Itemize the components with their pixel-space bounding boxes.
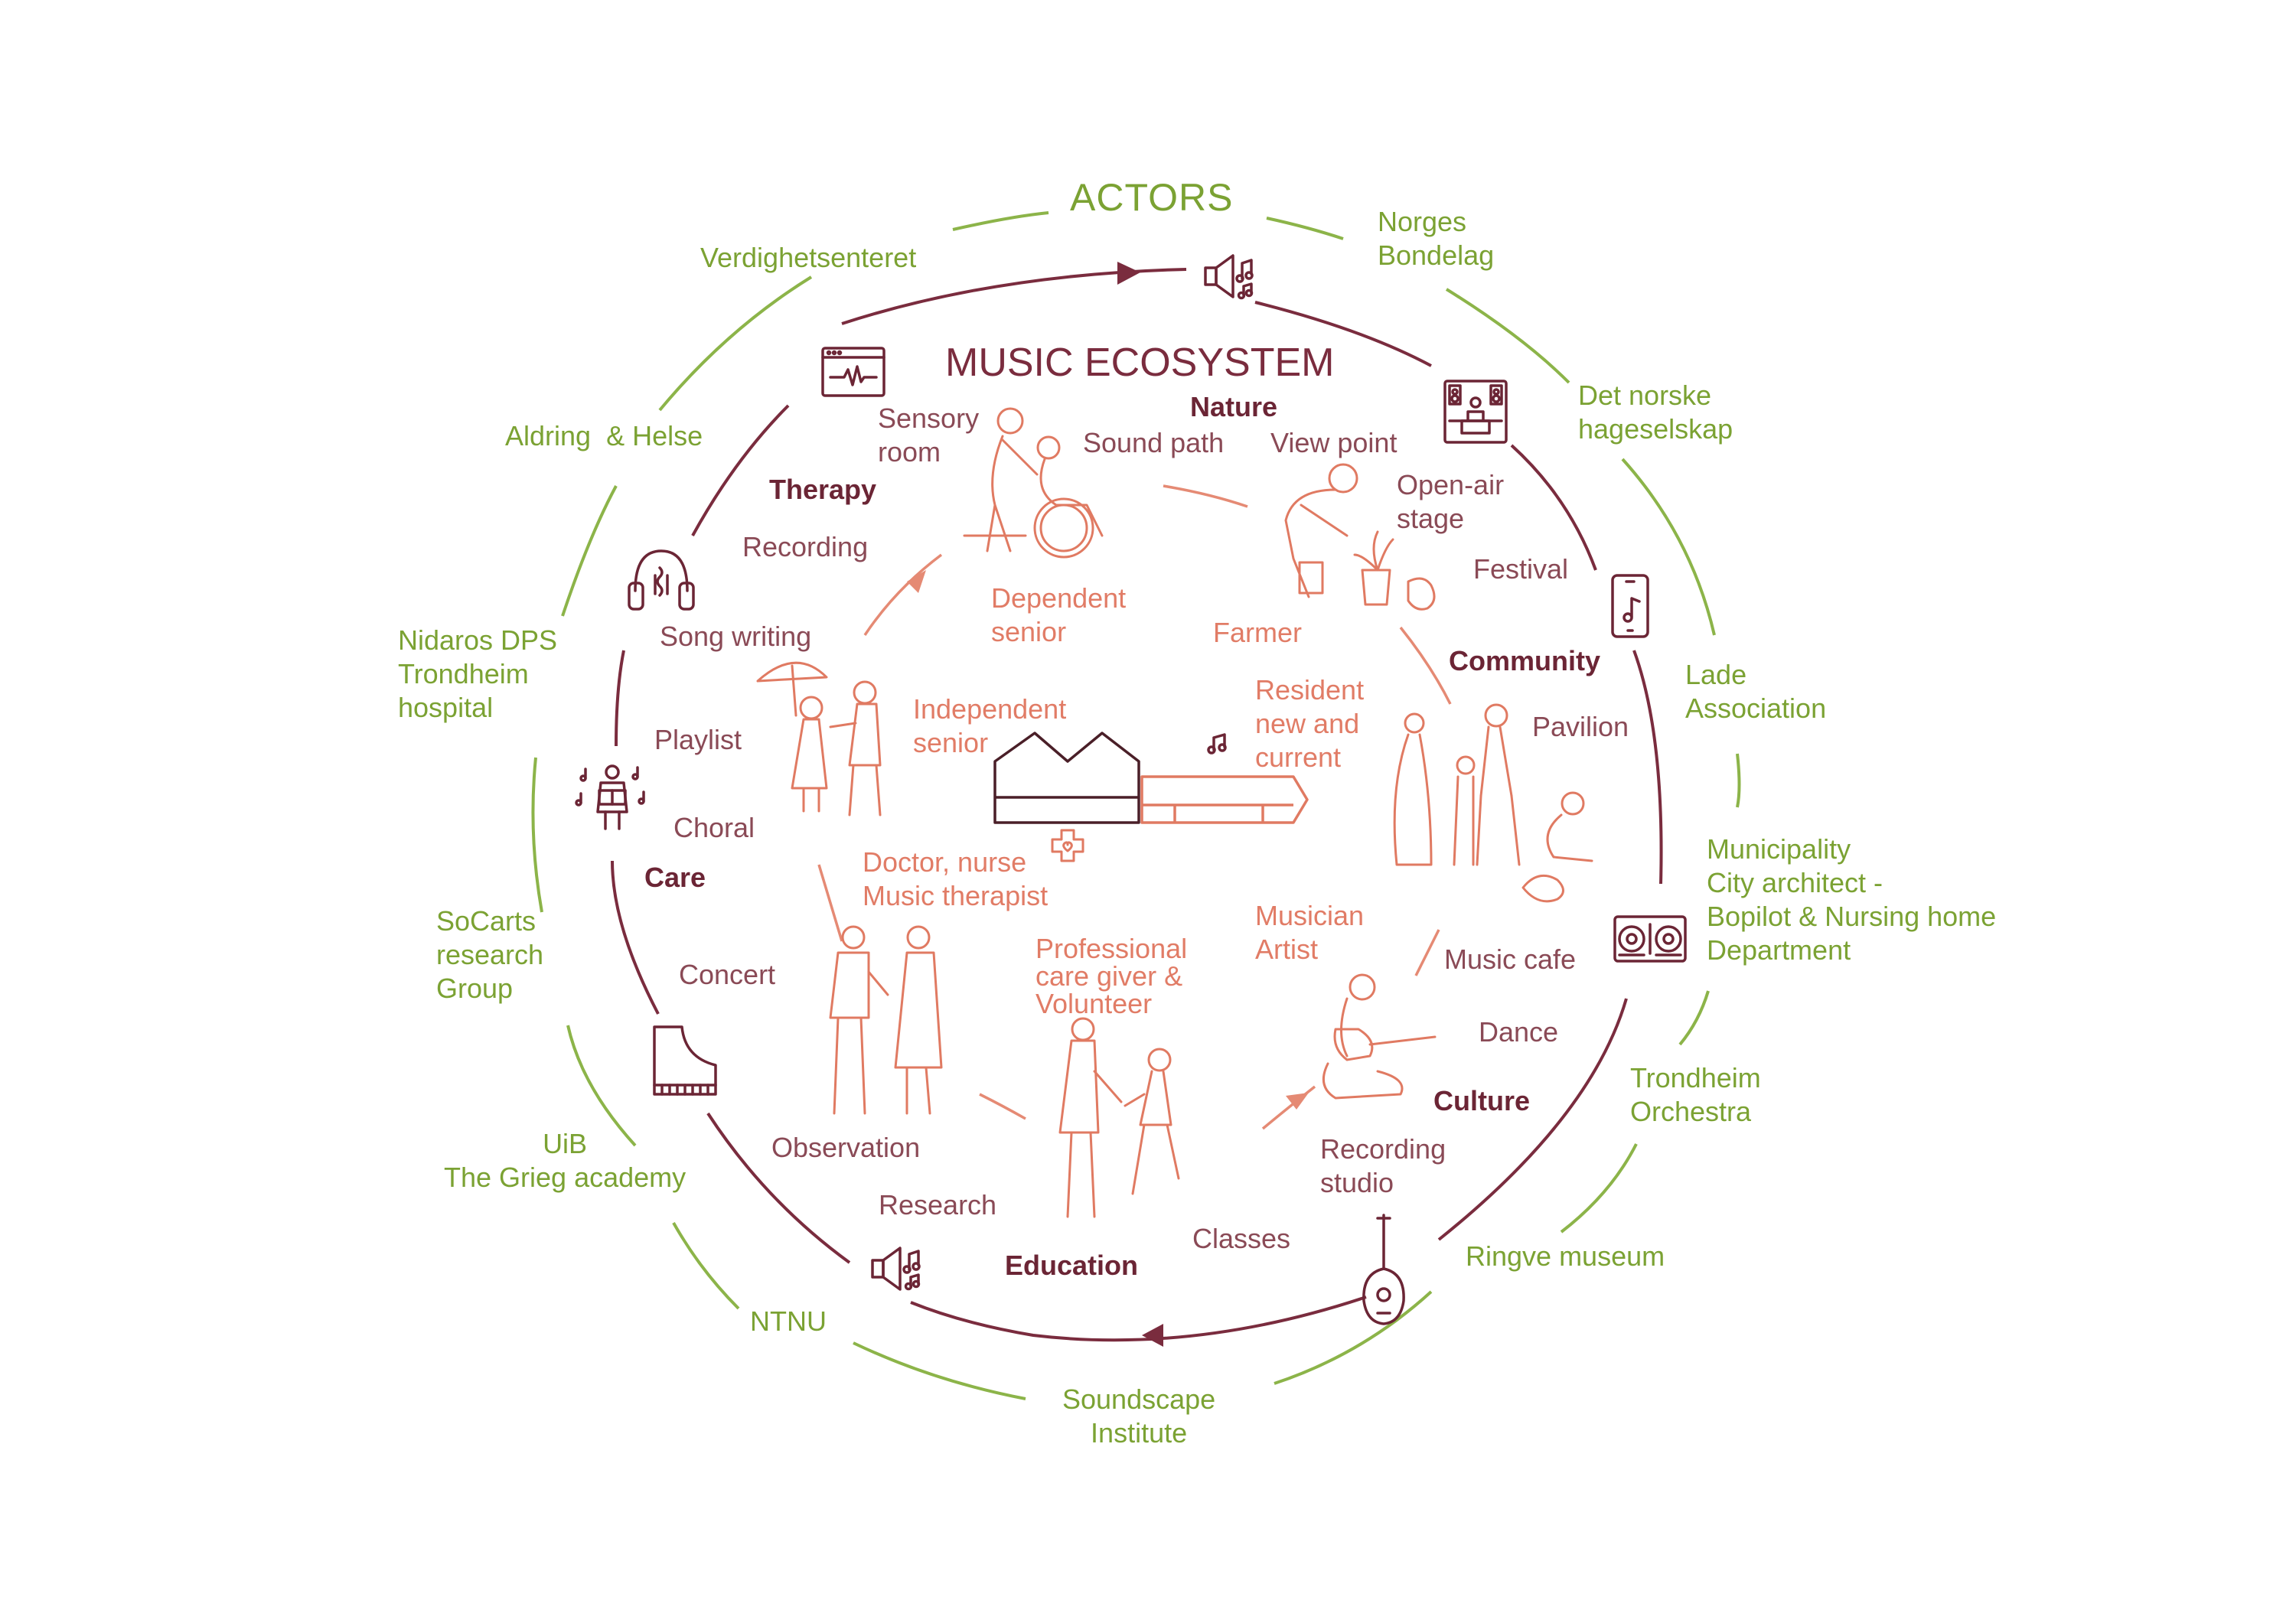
- actor-verdighetsenteret: Verdighetsenteret: [700, 242, 917, 273]
- actor-ntnu: NTNU: [750, 1305, 827, 1337]
- domain-nature: Nature: [1190, 391, 1278, 422]
- actor-hageselskap: Det norske hageselskap: [1578, 380, 1733, 445]
- actor-municipality: Municipality City architect - Bopilot & …: [1707, 833, 1997, 966]
- doctor-nurse-figures: [829, 925, 943, 1115]
- activity-observation: Observation: [771, 1132, 921, 1163]
- activity-open-air-stage: Open-air stage: [1397, 469, 1505, 534]
- choir-singer-icon: [575, 764, 645, 830]
- independent-seniors-figures: [756, 661, 882, 816]
- activity-sound-path: Sound path: [1083, 427, 1225, 458]
- actor-uib-grieg: UiB The Grieg academy: [444, 1128, 687, 1193]
- activity-dance: Dance: [1479, 1016, 1559, 1048]
- activity-research: Research: [879, 1189, 997, 1221]
- piano-icon: [653, 1025, 717, 1096]
- ecosystem-ring: [611, 262, 1663, 1347]
- activity-playlist: Playlist: [654, 724, 742, 755]
- activity-festival: Festival: [1473, 553, 1569, 585]
- phone-music-icon: [1611, 574, 1649, 638]
- activity-pavilion: Pavilion: [1532, 711, 1629, 742]
- dj-mixer-icon: [1613, 915, 1687, 963]
- person-doctor-nurse-therapist: Doctor, nurse Music therapist: [863, 846, 1049, 911]
- headphones-icon: [628, 549, 695, 611]
- person-musician-artist: Musician Artist: [1255, 900, 1365, 965]
- domain-therapy: Therapy: [769, 474, 877, 505]
- nursing-home-buildings: [993, 732, 1309, 824]
- actor-nidaros-dps: Nidaros DPS Trondheim hospital: [398, 624, 558, 723]
- resident-family-figures: [1393, 703, 1593, 903]
- activity-recording-studio: Recording studio: [1320, 1133, 1446, 1198]
- actor-aldring-helse: Aldring & Helse: [505, 420, 703, 451]
- inner-flow-arcs: [817, 484, 1452, 1130]
- speaker-music-icon: [1204, 254, 1254, 300]
- actor-soundscape-institute: Soundscape Institute: [1062, 1383, 1216, 1449]
- person-resident: Resident new and current: [1255, 674, 1365, 773]
- ring-arrow-top: [1117, 262, 1140, 285]
- lute-icon: [1362, 1214, 1405, 1325]
- actor-ringve-museum: Ringve museum: [1466, 1240, 1665, 1272]
- person-dependent-senior: Dependent senior: [991, 582, 1127, 647]
- person-independent-senior: Independent senior: [913, 693, 1067, 758]
- ecosystem-title: MUSIC ECOSYSTEM: [945, 341, 1335, 385]
- actor-trondheim-orchestra: Trondheim Orchestra: [1630, 1062, 1761, 1127]
- activity-classes: Classes: [1192, 1223, 1291, 1254]
- person-professional-caregiver: Professional care giver & Volunteer: [1035, 933, 1188, 1019]
- domain-community: Community: [1449, 645, 1600, 676]
- actor-lade-association: Lade Association: [1685, 659, 1827, 724]
- person-farmer: Farmer: [1213, 617, 1302, 648]
- stage-icon: [1443, 380, 1508, 444]
- speaker-music-icon-bottom: [871, 1247, 921, 1291]
- activity-concert: Concert: [679, 959, 776, 990]
- domain-care: Care: [644, 862, 706, 893]
- actors-title: ACTORS: [1070, 176, 1234, 219]
- domain-education: Education: [1005, 1250, 1139, 1281]
- music-note-icon: [1207, 733, 1227, 754]
- activity-choral: Choral: [673, 812, 755, 843]
- monitor-waveform-icon: [821, 347, 885, 397]
- activity-song-writing: Song writing: [660, 621, 812, 652]
- activity-sensory-room: Sensory room: [878, 402, 980, 468]
- actor-socarts: SoCarts research Group: [436, 905, 544, 1004]
- dependent-senior-figures: [963, 407, 1104, 559]
- musician-guitar-figure: [1322, 973, 1437, 1100]
- ring-arrow-bottom: [1142, 1324, 1163, 1347]
- activity-view-point: View point: [1270, 427, 1397, 458]
- activity-recording: Recording: [742, 531, 869, 562]
- caregiver-volunteer-figures: [1058, 1017, 1180, 1218]
- farmer-figure: [1284, 463, 1436, 611]
- actor-norges-bondelag: Norges Bondelag: [1378, 206, 1495, 271]
- actors-ring: [531, 211, 1741, 1400]
- domain-culture: Culture: [1433, 1085, 1530, 1116]
- activity-music-cafe: Music cafe: [1444, 943, 1577, 975]
- care-cross-icon: [1051, 829, 1084, 862]
